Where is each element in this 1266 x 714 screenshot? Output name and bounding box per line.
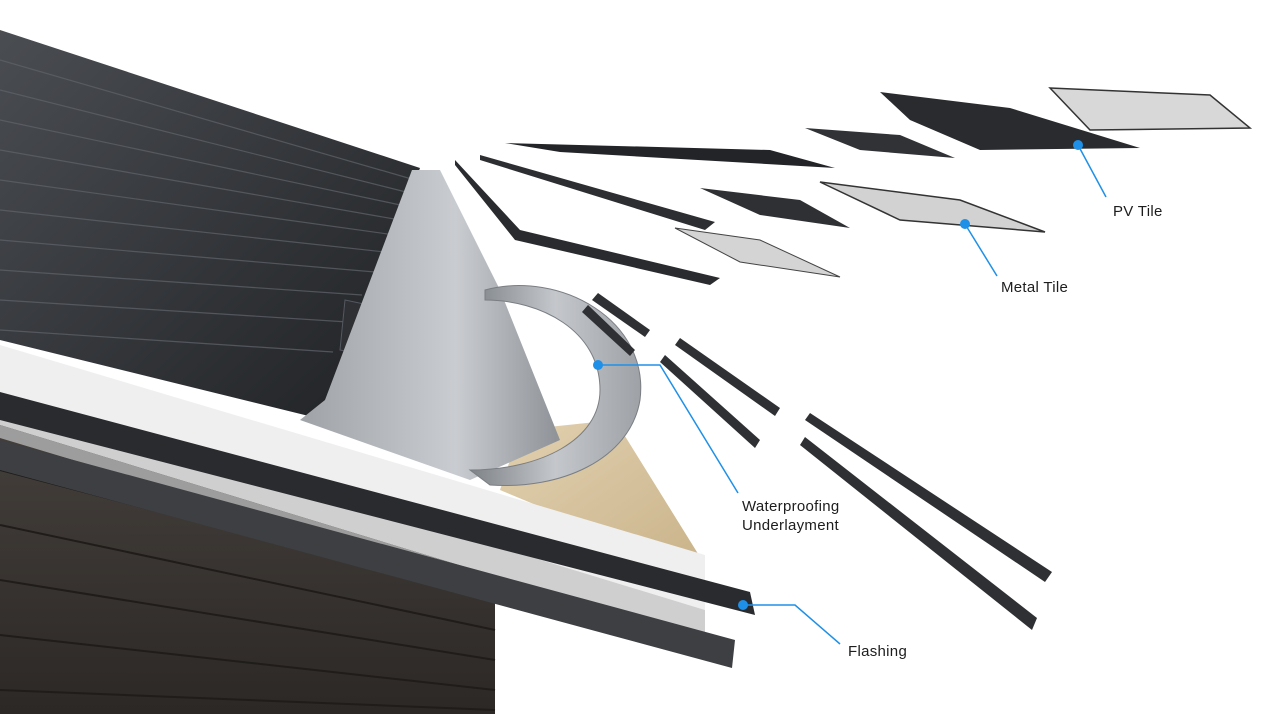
callout-flashing [738,600,841,645]
metal-tile-label: Metal Tile [1001,279,1069,296]
waterproofing-label-line1: Waterproofing [742,498,840,515]
waterproofing-label-line2: Underlayment [742,517,839,534]
flashing-piece [0,392,755,615]
underlayment-roll [468,285,642,487]
underlayment-strip [300,170,560,480]
callout-pv-tile [1073,140,1107,198]
callout-metal-tile [960,219,998,277]
drip-edge [0,440,735,668]
flashing-label: Flashing [848,643,908,660]
battens [582,293,1052,630]
waterproofing-underlayment-label: Waterproofing Underlayment [742,497,840,535]
exploded-tiles [455,87,1253,285]
pv-tile-label: PV Tile [1113,203,1163,220]
callout-waterproofing [593,360,739,494]
